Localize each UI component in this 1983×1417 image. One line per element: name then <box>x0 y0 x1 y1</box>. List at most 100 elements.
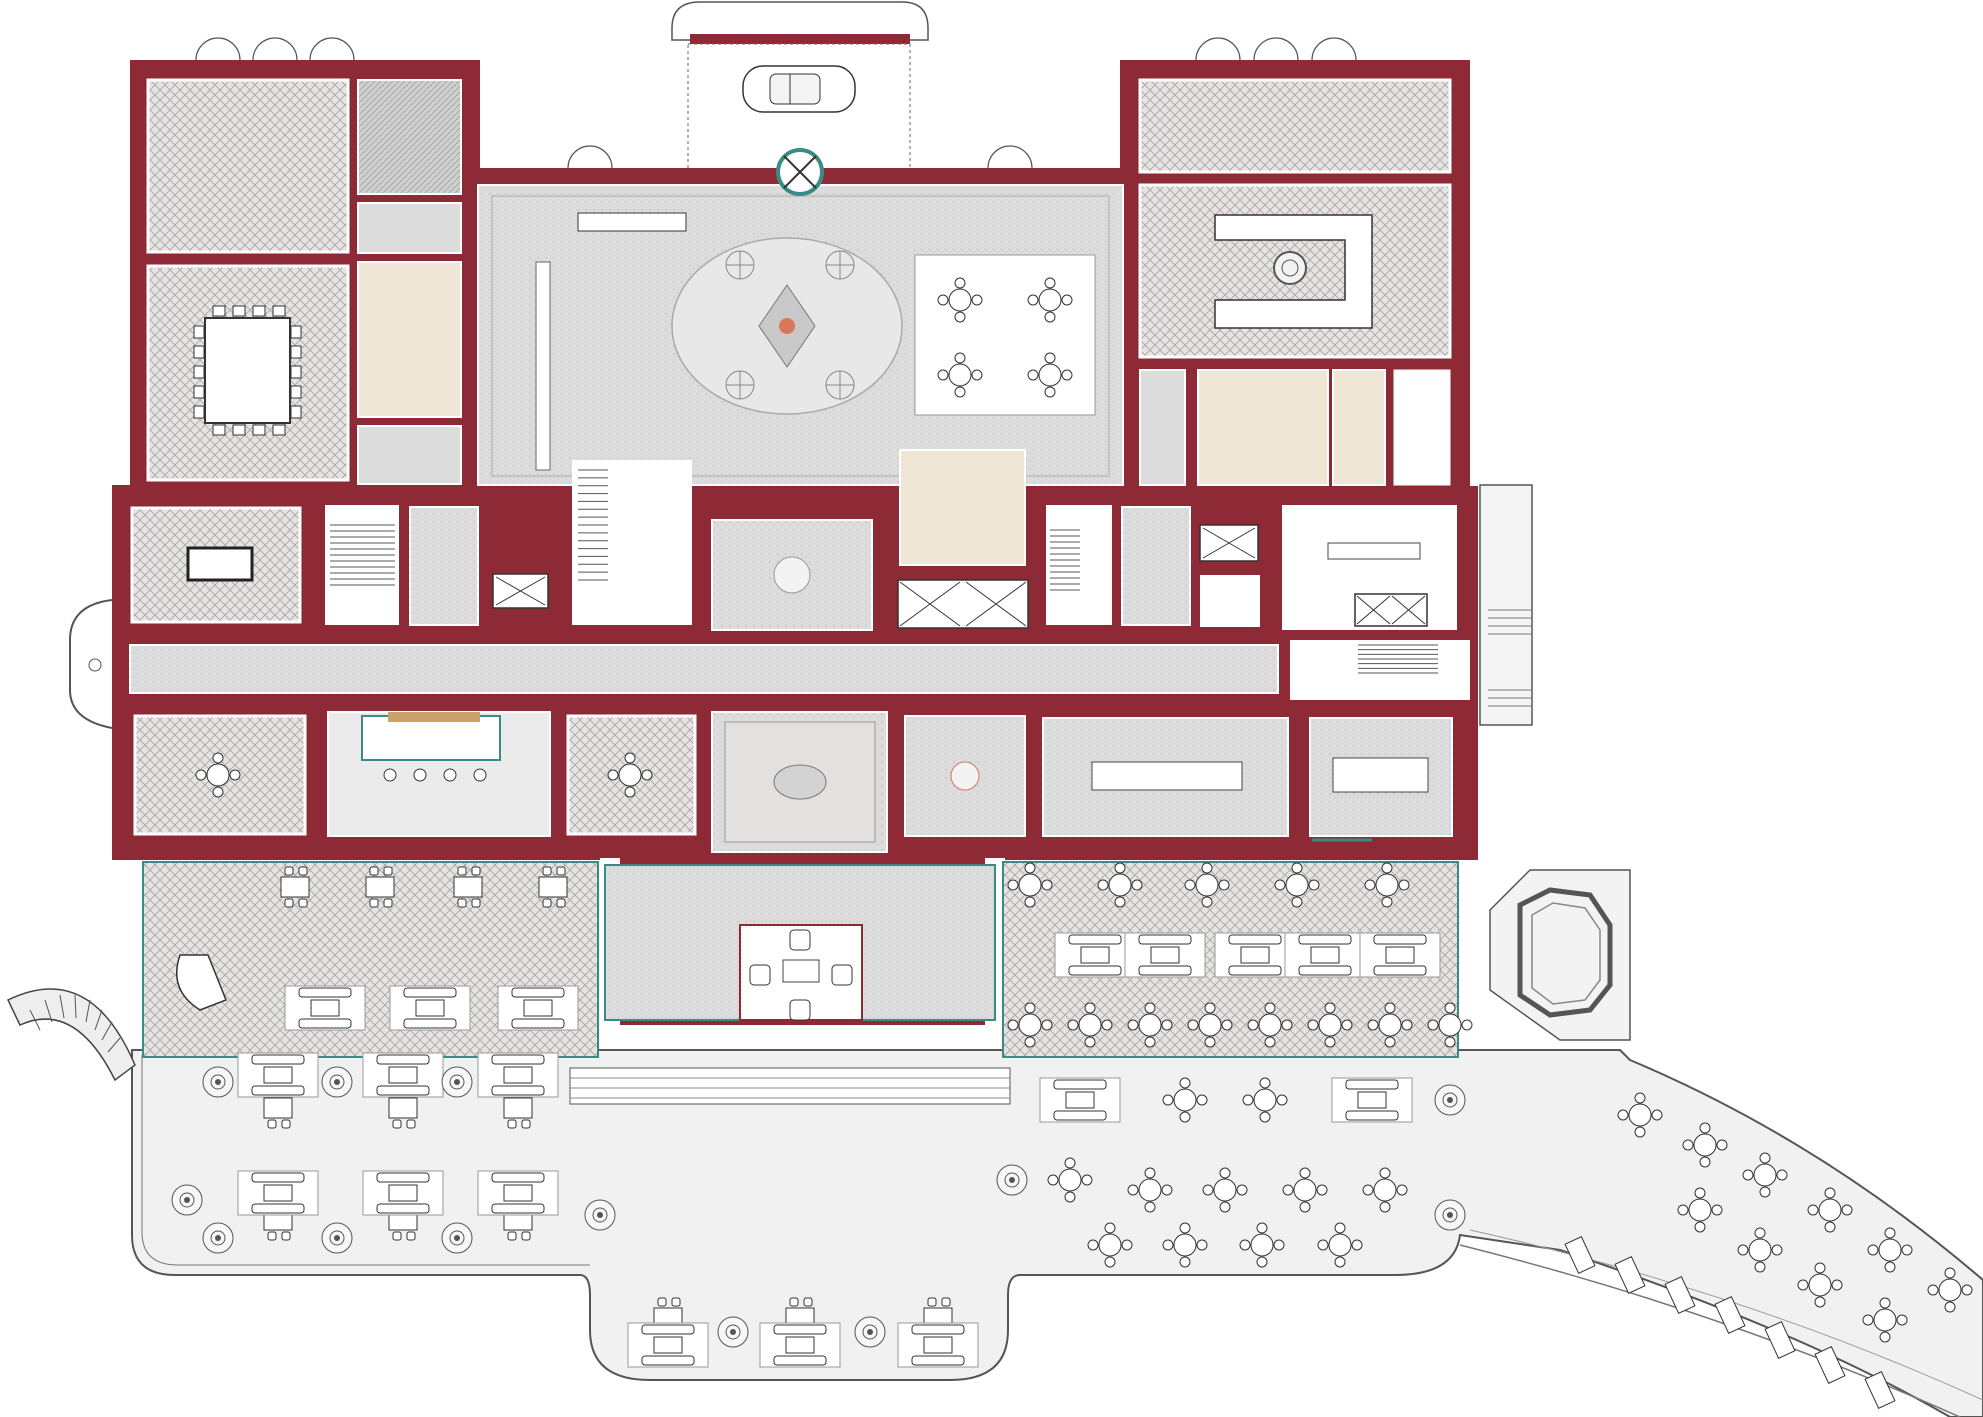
chair <box>1862 1314 1874 1326</box>
chair <box>1044 352 1056 364</box>
terrace <box>131 1049 1983 1417</box>
coffee-table <box>785 1336 815 1354</box>
planter <box>597 1212 603 1218</box>
chair <box>1742 1169 1754 1181</box>
chair <box>1179 1222 1191 1234</box>
armchair <box>831 964 853 986</box>
right-entry-steps <box>1479 484 1533 726</box>
chair <box>507 1119 517 1129</box>
chair <box>281 1119 291 1129</box>
armchair <box>789 929 811 951</box>
chair <box>290 405 302 419</box>
chair <box>1814 1296 1826 1308</box>
chair <box>1324 1002 1336 1014</box>
chair <box>1276 1094 1288 1106</box>
chair <box>1196 1239 1208 1251</box>
round-table <box>1628 1103 1652 1127</box>
chair <box>1101 1019 1113 1031</box>
revolving-door[interactable] <box>776 148 824 196</box>
chair <box>406 1119 416 1129</box>
sofa <box>298 987 352 998</box>
chair <box>1682 1139 1694 1151</box>
round-table <box>1098 1233 1122 1257</box>
coffee-table <box>503 1184 533 1202</box>
chair <box>193 385 205 399</box>
round-table <box>1753 1163 1777 1187</box>
chair <box>1831 1279 1843 1291</box>
chair <box>392 1119 402 1129</box>
chair <box>1879 1331 1891 1343</box>
sofa <box>1053 1079 1107 1090</box>
chair <box>1219 1201 1231 1213</box>
bar-stool <box>413 768 427 782</box>
chair <box>1737 1244 1749 1256</box>
sofa <box>403 987 457 998</box>
chair <box>1699 1156 1711 1168</box>
chair <box>1896 1314 1908 1326</box>
chair <box>1104 1222 1116 1234</box>
round-table <box>1318 1013 1342 1037</box>
south-steps <box>569 1067 1011 1105</box>
chair <box>1824 1221 1836 1233</box>
washroom-west <box>357 261 462 418</box>
chair <box>1334 1222 1346 1234</box>
chair <box>1759 1186 1771 1198</box>
chair <box>1247 1019 1259 1031</box>
chair <box>193 365 205 379</box>
coffee-table <box>388 1066 418 1084</box>
chair <box>193 405 205 419</box>
service-room-east <box>1139 369 1186 486</box>
chair <box>281 1231 291 1241</box>
chair <box>507 1231 517 1241</box>
chair <box>471 866 481 876</box>
chair <box>229 769 241 781</box>
chair <box>1427 1019 1439 1031</box>
round-table <box>1038 288 1062 312</box>
daybed <box>1714 1296 1746 1334</box>
coffee-table <box>1080 946 1110 964</box>
chair <box>1381 862 1393 874</box>
coffee-table <box>388 1184 418 1202</box>
chair <box>1617 1109 1629 1121</box>
chair <box>1308 879 1320 891</box>
chair <box>1264 1002 1276 1014</box>
chair <box>1444 1036 1456 1048</box>
chair <box>1024 896 1036 908</box>
sofa <box>641 1355 695 1366</box>
chair <box>369 866 379 876</box>
chair <box>383 866 393 876</box>
chair <box>1179 1077 1191 1089</box>
chair <box>1187 1019 1199 1031</box>
stair-treads <box>330 524 395 586</box>
round-table <box>1748 1238 1772 1262</box>
stair-treads <box>1358 644 1438 674</box>
round-table <box>1375 873 1399 897</box>
chair <box>542 866 552 876</box>
round-table <box>1138 1178 1162 1202</box>
chair <box>1044 277 1056 289</box>
washroom-stalls <box>1332 369 1386 486</box>
coffee-table <box>263 1184 293 1202</box>
chair <box>290 365 302 379</box>
sofa <box>511 1018 565 1029</box>
chair <box>1201 862 1213 874</box>
chair <box>1291 862 1303 874</box>
chair <box>803 1297 813 1307</box>
chair <box>1274 879 1286 891</box>
chair <box>1219 1167 1231 1179</box>
planter <box>867 1329 873 1335</box>
chair <box>1381 896 1393 908</box>
table <box>538 876 568 898</box>
chair <box>1041 879 1053 891</box>
chair <box>1144 1036 1156 1048</box>
chair <box>1396 1184 1408 1196</box>
chair <box>1218 879 1230 891</box>
coffee-table <box>503 1066 533 1084</box>
service-room-c <box>409 506 479 626</box>
chair <box>624 786 636 798</box>
chair <box>1179 1111 1191 1123</box>
chair <box>1027 294 1039 306</box>
chair <box>1097 879 1109 891</box>
sofa <box>491 1085 545 1096</box>
planter <box>329 1074 345 1090</box>
